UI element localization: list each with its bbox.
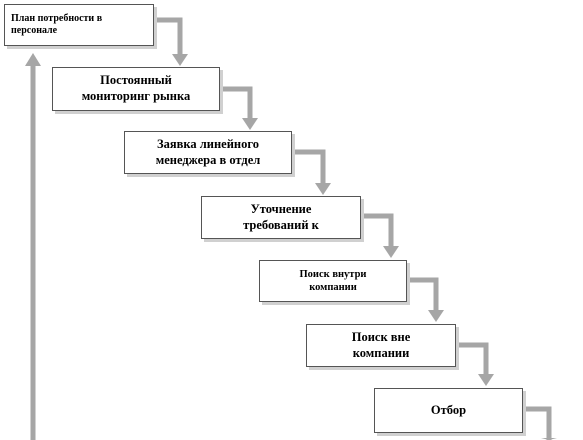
step-external-search: Поиск вне компании	[306, 324, 456, 367]
step-selection: Отбор	[374, 388, 523, 433]
arrow-step4-to-step5	[361, 213, 394, 248]
step-selection-line1: Отбор	[430, 402, 467, 417]
step-staffing-plan: План потребности в персонале	[4, 4, 154, 46]
step-internal-search-line1: Поиск внутри	[299, 268, 367, 280]
arrowhead-exit	[541, 438, 557, 440]
arrow-step6-to-step7	[456, 342, 489, 376]
arrowhead-step2	[172, 54, 188, 66]
arrow-step5-to-step6	[407, 277, 439, 312]
step-market-monitoring-line2: мониторинг рынка	[81, 89, 191, 103]
arrow-step3-to-step4	[292, 149, 326, 185]
step-market-monitoring: Постоянный мониторинг рынка	[52, 67, 220, 111]
step-market-monitoring-line1: Постоянный	[100, 73, 172, 88]
step-internal-search: Поиск внутри компании	[259, 260, 407, 302]
step-manager-request: Заявка линейного менеджера в отдел	[124, 131, 292, 174]
arrowhead-step4	[315, 183, 331, 195]
arrowhead-step3	[242, 118, 258, 130]
step-requirements-clarification-line2: требований к	[243, 217, 319, 232]
step-internal-search-line2: компании	[309, 282, 357, 293]
arrowhead-step6	[428, 310, 444, 322]
step-external-search-line1: Поиск вне	[351, 329, 411, 344]
step-manager-request-line1: Заявка линейного	[157, 136, 259, 151]
step-requirements-clarification-line1: Уточнение	[250, 201, 312, 216]
step-manager-request-line2: менеджера в отдел	[155, 152, 261, 167]
arrow-step7-exit	[523, 406, 552, 440]
step-external-search-line2: компании	[352, 345, 410, 360]
arrowhead-step7	[478, 374, 494, 386]
arrowhead-step5	[383, 246, 399, 258]
arrow-step1-to-step2	[154, 17, 183, 56]
step-requirements-clarification: Уточнение требований к	[201, 196, 361, 239]
feedback-arrowhead	[25, 53, 41, 66]
step-staffing-plan-line1: План потребности в	[11, 12, 103, 24]
arrow-step2-to-step3	[220, 86, 253, 120]
step-staffing-plan-line2: персонале	[11, 25, 58, 36]
